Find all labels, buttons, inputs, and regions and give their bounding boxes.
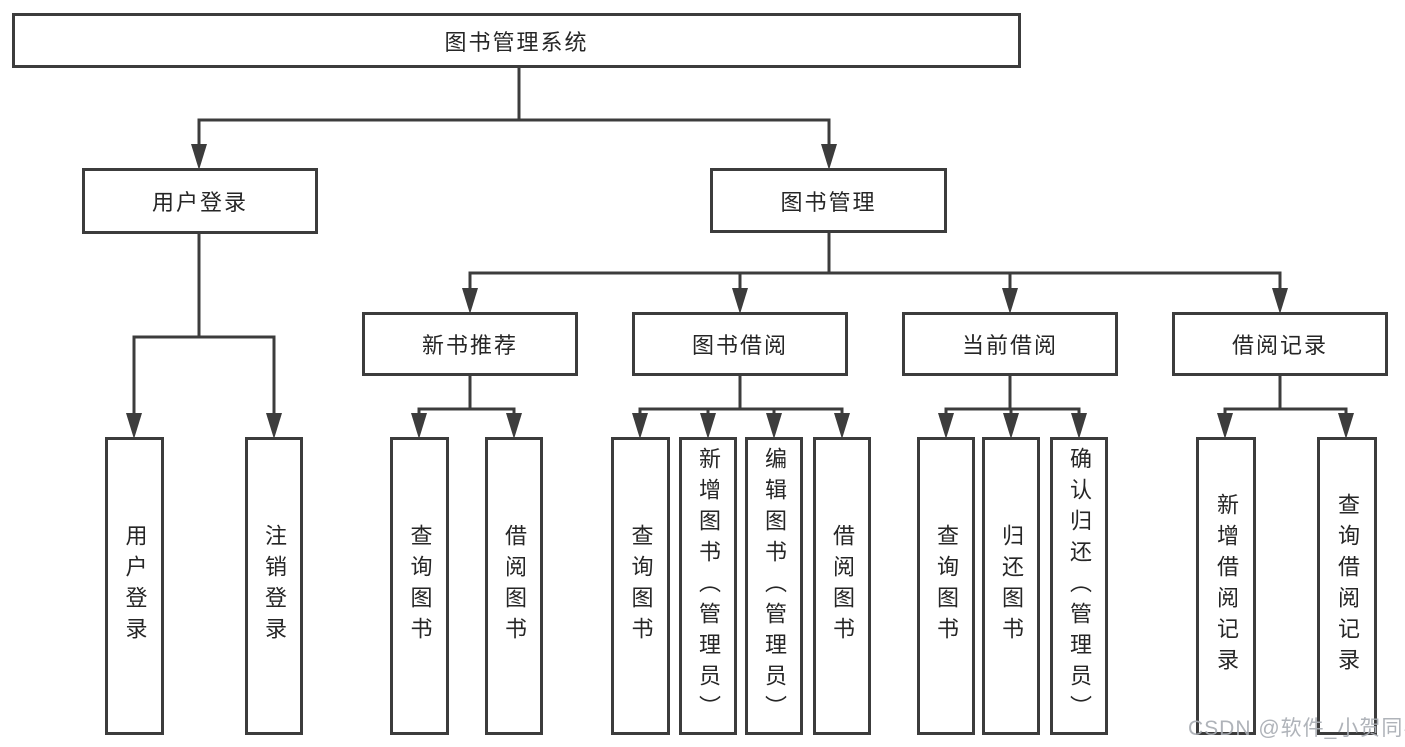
leaf-user-login: 用户登录 [105, 437, 164, 735]
leaf-query-books: 查询图书 [390, 437, 449, 735]
node-label: 借阅图书 [502, 524, 527, 648]
csdn-watermark: CSDN @软件_小贺同学 [1188, 717, 1405, 740]
node-label: 图书借阅 [691, 333, 788, 358]
leaf-logout: 注销登录 [245, 437, 303, 735]
node-label: 编辑图书（管理员） [762, 446, 787, 726]
node-label: 借阅记录 [1231, 333, 1328, 358]
node-book-borrowing: 图书借阅 [632, 312, 848, 376]
leaf-return-books: 归还图书 [982, 437, 1040, 735]
node-label: 新书推荐 [421, 333, 518, 358]
node-user-login: 用户登录 [82, 168, 318, 234]
node-label: 归还图书 [999, 524, 1024, 648]
node-label: 查询图书 [934, 524, 959, 648]
node-label: 查询图书 [407, 524, 433, 648]
node-root-system: 图书管理系统 [12, 13, 1021, 68]
leaf-add-borrow-record: 新增借阅记录 [1196, 437, 1256, 735]
node-label: 用户登录 [122, 524, 148, 648]
leaf-confirm-return-admin: 确认归还（管理员） [1050, 437, 1108, 735]
node-current-borrowing: 当前借阅 [902, 312, 1118, 376]
arrowhead-icons [126, 144, 1354, 439]
leaf-query-books: 查询图书 [917, 437, 975, 735]
node-label: 用户登录 [151, 190, 248, 215]
leaf-edit-books-admin: 编辑图书（管理员） [745, 437, 803, 735]
leaf-borrow-books: 借阅图书 [813, 437, 871, 735]
leaf-query-borrow-record: 查询借阅记录 [1317, 437, 1377, 735]
node-label: 图书管理 [780, 189, 877, 215]
node-borrowing-records: 借阅记录 [1172, 312, 1388, 376]
node-book-management: 图书管理 [710, 168, 947, 233]
node-label: 新增借阅记录 [1214, 493, 1239, 679]
leaf-query-books: 查询图书 [611, 437, 670, 735]
node-new-book-recommend: 新书推荐 [362, 312, 578, 376]
node-label: 注销登录 [262, 524, 287, 648]
node-label: 图书管理系统 [444, 29, 589, 55]
node-label: 借阅图书 [830, 524, 855, 648]
leaf-borrow-books: 借阅图书 [485, 437, 543, 735]
node-label: 查询图书 [628, 524, 654, 648]
node-label: 查询借阅记录 [1335, 493, 1360, 679]
leaf-add-books-admin: 新增图书（管理员） [679, 437, 737, 735]
node-label: 新增图书（管理员） [696, 446, 721, 726]
node-label: 当前借阅 [961, 333, 1058, 358]
node-label: 确认归还（管理员） [1067, 446, 1092, 726]
